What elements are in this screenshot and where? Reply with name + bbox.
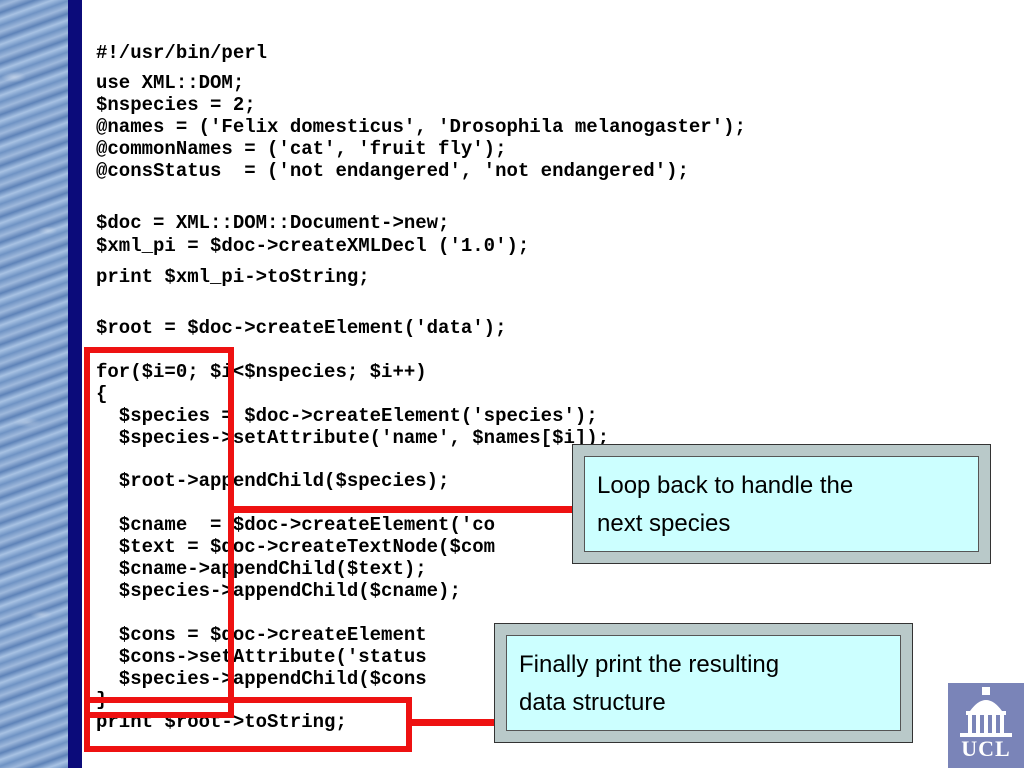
code-line: for($i=0; $i<$nspecies; $i++) [96,361,427,383]
code-line: $species->setAttribute('name', $names[$i… [96,427,610,449]
code-line: use XML::DOM; [96,72,245,94]
decorative-water-sidebar [0,0,68,768]
code-line: $text = $doc->createTextNode($com [96,536,496,558]
ucl-logo-text: UCL [961,736,1011,761]
code-line: $species->appendChild($cons [96,668,427,690]
code-line: $cons->setAttribute('status [96,646,427,668]
code-line: #!/usr/bin/perl [96,42,268,64]
code-line: @commonNames = ('cat', 'fruit fly'); [96,138,507,160]
sidebar-accent-bar [68,0,82,768]
loop-connector-line [232,506,577,513]
code-line: @names = ('Felix domesticus', 'Drosophil… [96,116,746,138]
code-line: $root->appendChild($species); [96,470,450,492]
code-line: $species = $doc->createElement('species'… [96,405,598,427]
code-line: { [96,383,108,405]
code-line: $species->appendChild($cname); [96,580,461,602]
code-line: @consStatus = ('not endangered', 'not en… [96,160,689,182]
ucl-logo: UCL [948,683,1024,768]
loop-callout: Loop back to handle the next species [572,444,991,564]
code-line: $root = $doc->createElement('data'); [96,317,507,339]
code-line: $doc = XML::DOM::Document->new; [96,212,450,234]
code-line: $nspecies = 2; [96,94,256,116]
print-connector-line [410,719,500,726]
code-line: $xml_pi = $doc->createXMLDecl ('1.0'); [96,235,530,257]
print-highlight-box [84,697,412,752]
ucl-dome-icon [960,687,1012,737]
code-line: $cname = $doc->createElement('co [96,514,496,536]
loop-callout-text: Loop back to handle the next species [584,456,979,552]
code-line: $cons = $doc->createElement [96,624,427,646]
code-line: print $xml_pi->toString; [96,266,370,288]
code-line: $cname->appendChild($text); [96,558,427,580]
print-callout: Finally print the resulting data structu… [494,623,913,743]
loop-highlight-box [84,347,234,718]
print-callout-text: Finally print the resulting data structu… [506,635,901,731]
